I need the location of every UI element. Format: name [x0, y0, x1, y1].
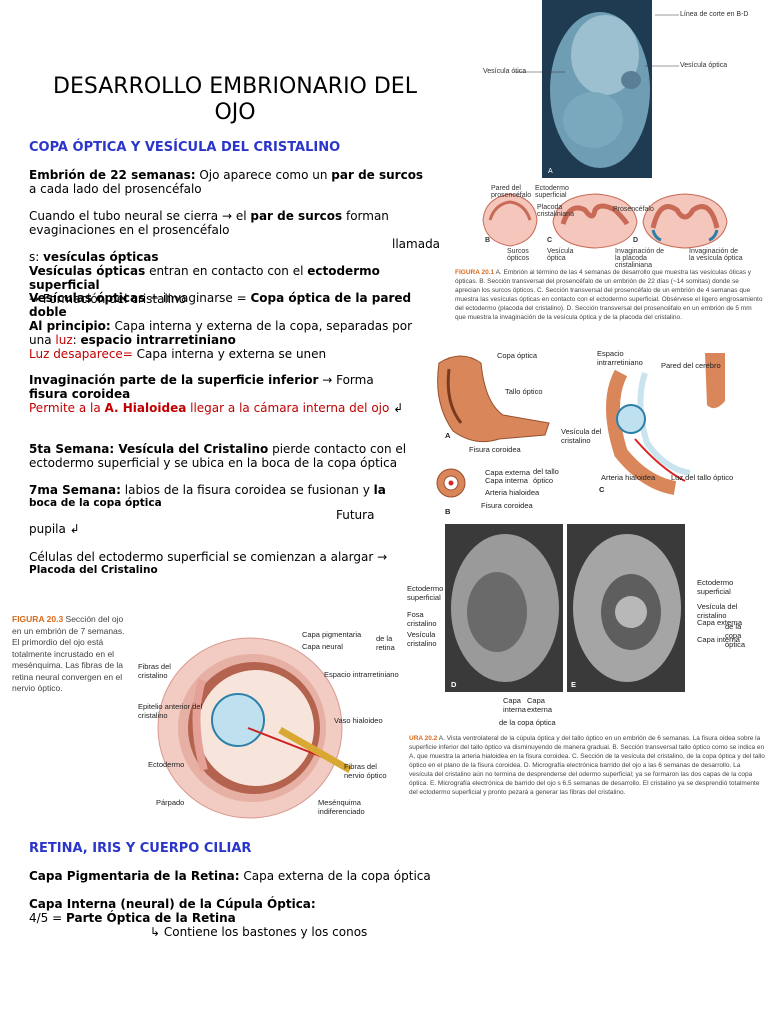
- label-capa-pigmentaria: Capa pigmentaria: [302, 630, 362, 639]
- label-mesenquima: Mesénquima indiferenciado: [318, 798, 365, 816]
- label-pared-prosencefalo: Pared del prosencéfalo: [491, 185, 532, 199]
- text-pupila: pupila ↲: [29, 522, 80, 536]
- page-title: DESARROLLO EMBRIONARIO DEL OJO: [53, 74, 417, 125]
- label-vesicula-cristalino-d: Vesícula cristalino: [407, 630, 437, 648]
- label-linea-corte: Línea de corte en B-D: [680, 11, 749, 18]
- label-fig3-e: E: [571, 680, 577, 689]
- label-ectodermo-superficial-d: Ectodermo superficial: [407, 584, 444, 602]
- label-espacio-intrarretiniano: Espacio intrarretiniano: [597, 349, 643, 367]
- figure-20-1: Línea de corte en B-D Vesícula ótica Ves…: [455, 0, 768, 330]
- label-de-la-retina: de la retina: [376, 634, 395, 652]
- paragraph-7ma-semana: 7ma Semana: labios de la fisura coroidea…: [29, 483, 386, 497]
- text-boca-copa: boca de la copa óptica: [29, 497, 162, 509]
- paragraph-tubo-neural: Cuando el tubo neural se cierra → el par…: [29, 209, 389, 237]
- label-b: B: [485, 237, 491, 244]
- embryo-photo: [515, 0, 679, 178]
- paragraph-embrion-22: Embrión de 22 semanas: Ojo aparece como …: [29, 168, 424, 196]
- figure-20-3: Capa pigmentaria Capa neural de la retin…: [130, 620, 415, 830]
- optic-cup-diagrams: [436, 353, 725, 498]
- label-ectodermo-superficial: Ectodermo superficial: [535, 185, 569, 199]
- label-invaginacion-placoda: Invaginación de la placoda cristaliniana: [615, 248, 665, 269]
- text-bastones-conos: ↳ Contiene los bastones y los conos: [150, 925, 368, 939]
- caption-figura-20-1: FIGURA 20.1 A. Embrión al término de las…: [455, 269, 763, 321]
- label-parpado: Párpado: [156, 798, 185, 807]
- figure-20-2-de: Ectodermo superficial Fosa cristalino Ve…: [405, 522, 768, 810]
- paragraph-contacto-ectodermo: Vesículas ópticas entran en contacto con…: [29, 264, 380, 306]
- section-heading-copa-optica: COPA ÓPTICA Y VESÍCULA DEL CRISTALINO: [29, 140, 341, 155]
- text-llamada: llamada: [392, 237, 441, 251]
- label-fosa-cristalino: Fosa cristalino: [407, 610, 437, 628]
- micrograph-photos: [445, 524, 685, 692]
- label-vesicula-optica: Vesícula óptica: [680, 62, 728, 69]
- paragraph-capa-pigmentaria: Capa Pigmentaria de la Retina: Capa exte…: [29, 869, 431, 883]
- label-de-la-copa-optica-e: de la copa óptica: [725, 622, 746, 649]
- label-ectodermo-superficial-e: Ectodermo superficial: [697, 578, 734, 596]
- paragraph-celulas-ectodermo: Células del ectodermo superficial se com…: [29, 550, 388, 564]
- caption-figura-20-2: URA 20.2 A. Vista ventrolateral de la cú…: [409, 735, 765, 796]
- caption-figura-20-3: FIGURA 20.3 Sección del ojo en un embrió…: [12, 614, 125, 693]
- label-fig2-b: B: [445, 507, 451, 516]
- eye-section-diagram: [157, 637, 352, 819]
- label-surcos-opticos: Surcos ópticos: [507, 248, 530, 262]
- label-tallo-optico: Tallo óptico: [505, 387, 543, 396]
- label-invaginacion-vesicula: Invaginación de la vesícula óptica: [689, 248, 743, 262]
- label-vesicula-cristalino: Vesícula del cristalino: [561, 427, 602, 445]
- label-fig3-d: D: [451, 680, 457, 689]
- paragraph-invaginacion: Invaginación parte de la superficie infe…: [29, 373, 404, 415]
- label-fisura-coroidea-b: Fisura coroidea: [481, 501, 533, 510]
- label-placoda-cristaliniana: Placoda cristaliniana: [537, 204, 574, 218]
- label-arteria-hialoidea: Arteria hialoidea: [601, 473, 656, 482]
- label-capa-externa-d: Capa externa: [527, 696, 553, 714]
- label-epitelio-anterior: Epitelio anterior del cristalino: [138, 702, 203, 720]
- label-copa-optica: Copa óptica: [497, 351, 538, 360]
- text-placoda-cristalino: Placoda del Cristalino: [29, 564, 158, 576]
- label-vesicula-cristalino-e: Vesícula del cristalino: [697, 602, 738, 620]
- label-pared-cerebro: Pared del cerebro: [661, 361, 721, 370]
- text-vesiculas-opticas: s: vesículas ópticas: [29, 250, 159, 264]
- label-fisura-coroidea: Fisura coroidea: [469, 445, 521, 454]
- label-luz-tallo-optico: Luz del tallo óptico: [671, 473, 734, 482]
- label-capa-interna-e: Capa interna: [697, 635, 740, 644]
- label-c: C: [547, 237, 553, 244]
- figure-20-2-abc: Copa óptica Tallo óptico A Fisura coroid…: [425, 343, 768, 521]
- label-vesicula-optica-2: Vesícula óptica: [547, 248, 574, 262]
- label-espacio-intrarretiniano-2: Espacio intrarretiniano: [324, 670, 399, 679]
- paragraph-5ta-semana: 5ta Semana: Vesícula del Cristalino pier…: [29, 442, 407, 470]
- cross-section-diagrams: [482, 193, 728, 249]
- label-fig2-a: A: [445, 431, 451, 440]
- label-d: D: [633, 237, 639, 244]
- label-prosencefalo: Prosencéfalo: [613, 206, 654, 213]
- paragraph-capa-interna: Capa Interna (neural) de la Cúpula Óptic…: [29, 897, 316, 925]
- label-fibras-cristalino: Fibras del cristalino: [138, 662, 171, 680]
- label-capa-interna: Capa interna: [485, 476, 528, 485]
- text-futura: Futura: [336, 508, 375, 522]
- label-capa-externa-e: Capa externa: [697, 618, 743, 627]
- label-a: A: [548, 168, 553, 175]
- label-capa-interna-d: Capa interna: [503, 696, 526, 714]
- section-heading-retina: RETINA, IRIS Y CUERPO CILIAR: [29, 841, 252, 856]
- label-de-la-copa-optica-d: de la copa óptica: [499, 718, 556, 727]
- label-fibras-nervio-optico: Fibras del nervio óptico: [344, 762, 387, 780]
- label-capa-externa: Capa externa: [485, 468, 531, 477]
- label-capa-neural: Capa neural: [302, 642, 343, 651]
- label-del-tallo-optico: del tallo óptico: [533, 467, 559, 485]
- label-fig2-c: C: [599, 485, 605, 494]
- label-vaso-hialoideo: Vaso hialoideo: [334, 716, 383, 725]
- label-arteria-hialoidea-b: Arteria hialoidea: [485, 488, 540, 497]
- label-vesicula-otica: Vesícula ótica: [483, 68, 527, 75]
- paragraph-al-principio: Al principio: Capa interna y externa de …: [29, 319, 413, 361]
- label-ectodermo: Ectodermo: [148, 760, 185, 769]
- paragraph-copa-optica: Vesículas ópticas + invaginarse = Copa ó…: [29, 291, 412, 319]
